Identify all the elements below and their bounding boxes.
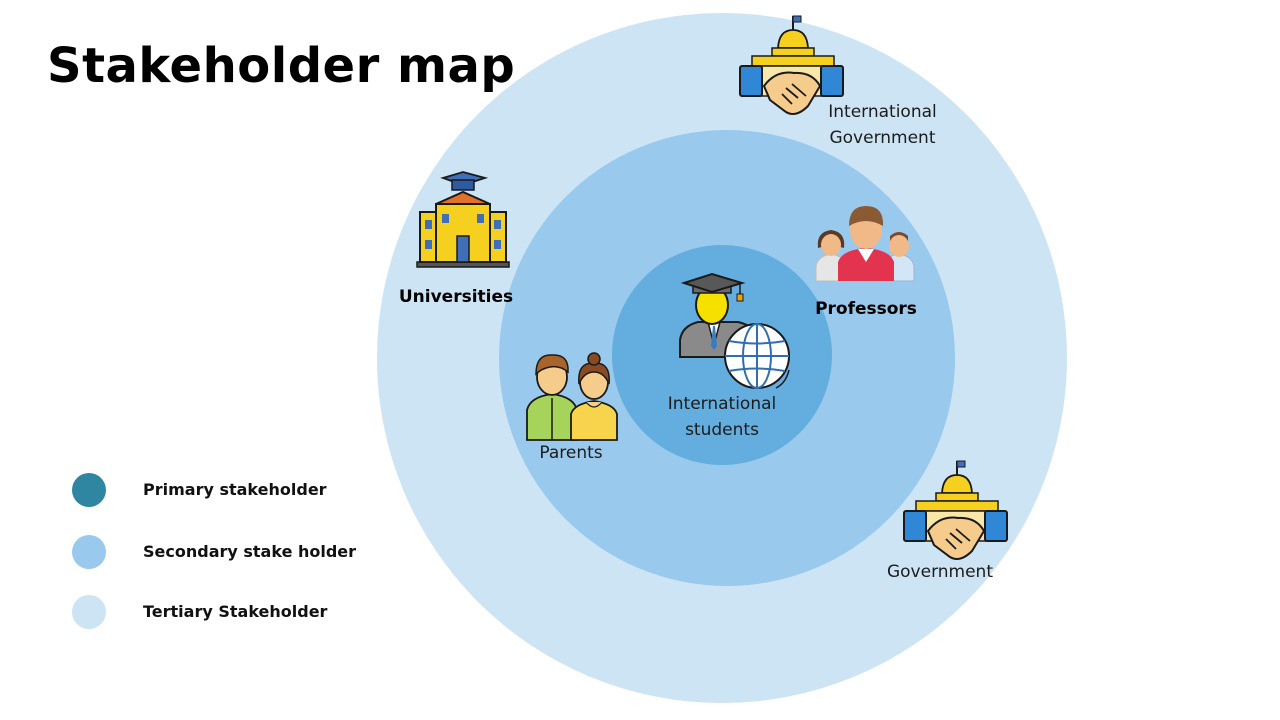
graduate-globe-icon	[679, 272, 790, 389]
node-label-government: Government	[886, 562, 994, 582]
node-label-universities: Universities	[398, 287, 514, 307]
legend-item-secondary: Secondary stake holder	[72, 535, 392, 569]
node-label-international-government: International Government	[828, 102, 937, 148]
node-label-parents: Parents	[539, 443, 603, 463]
parents-couple-icon	[526, 352, 618, 441]
legend-item-tertiary: Tertiary Stakeholder	[72, 595, 392, 629]
page-title: Stakeholder map	[47, 38, 516, 94]
government-handshake-icon	[739, 15, 844, 115]
node-label-international-students: International students	[667, 394, 777, 440]
legend-label-tertiary: Tertiary Stakeholder	[143, 602, 328, 621]
legend-label-primary: Primary stakeholder	[143, 480, 327, 499]
legend-dot-secondary	[72, 535, 106, 569]
legend-label-secondary: Secondary stake holder	[143, 542, 357, 561]
group-of-people-icon	[815, 206, 915, 282]
government-handshake-icon	[903, 460, 1008, 560]
university-building-icon	[416, 171, 510, 268]
legend-dot-tertiary	[72, 595, 106, 629]
legend-item-primary: Primary stakeholder	[72, 473, 392, 507]
legend-dot-primary	[72, 473, 106, 507]
node-label-professors: Professors	[815, 299, 917, 319]
